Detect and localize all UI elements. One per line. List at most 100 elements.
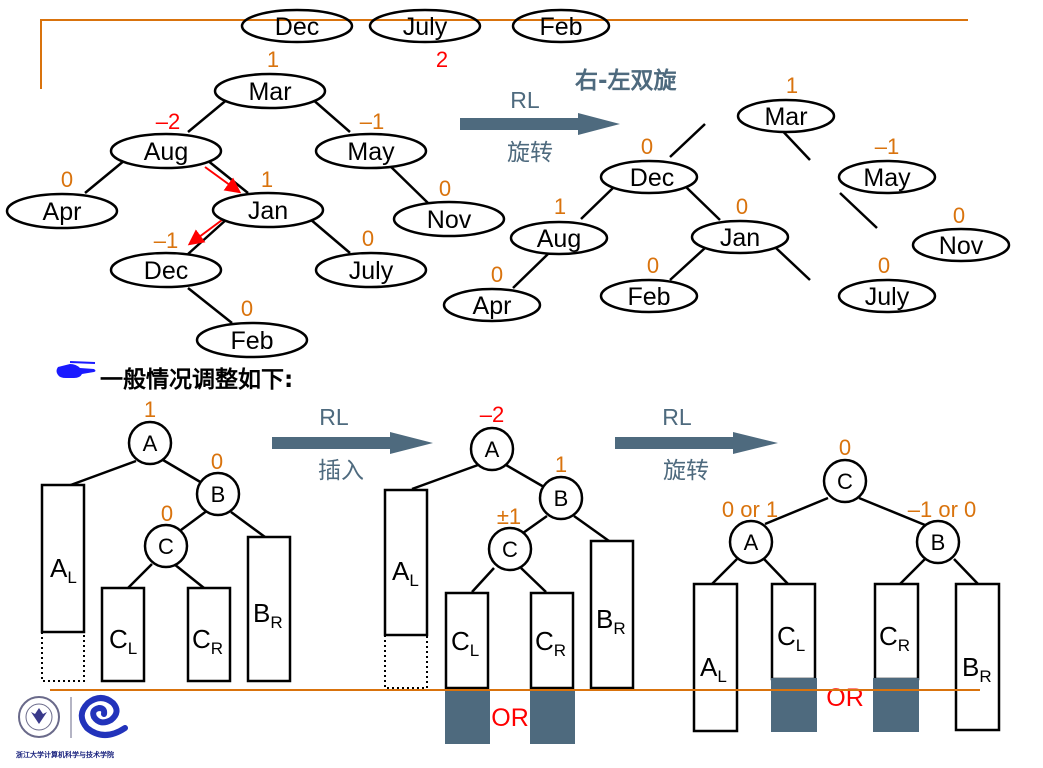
node-label: Dec [144,257,188,285]
university-logo: 浙江大学计算机科学与技术学院 [16,695,128,759]
unbalanced-tree: Mar 1 Aug –2 May –1 Apr 0 Jan 1 Nov 0 [5,47,506,359]
path-arrow-icon [204,166,242,194]
insertion-queue-bracket [40,19,968,89]
node-label: Apr [43,198,82,226]
insertion-queue: Dec July Feb [240,8,611,44]
inserted-level-block [530,691,575,744]
node-label: Feb [230,327,273,355]
balance-factor: 1 [555,452,567,477]
balance-factor: 0 or 1 [722,497,778,522]
balance-factor: 1 [144,397,156,422]
node-c: C 0 [822,435,868,504]
node-a: A –2 [469,402,515,472]
node-label: C [158,534,174,559]
subtree-label: CL [451,626,479,660]
tree-edges [711,496,979,585]
inserted-level-block [873,678,919,732]
node-label: C [837,469,853,494]
rotate-arrow: RL 旋转 [615,404,778,484]
balance-factor: 0 [211,449,223,474]
queue-node: Dec [240,8,354,44]
node-label: Aug [144,138,188,166]
arrow-label-below: 插入 [318,458,364,484]
tree-node-may: May –1 [837,134,937,195]
node-label: Mar [248,78,291,106]
node-label: Mar [764,103,807,131]
queue-node-label: Feb [539,13,582,41]
tree-node-jan: Jan 0 [690,194,790,255]
node-label: May [347,138,395,166]
subtree-br: BR [954,582,1001,732]
tree-node-may: May –1 [314,109,428,170]
subtree-label: CL [777,621,805,655]
subtree-label: AL [700,652,727,686]
subtree-label: AL [50,553,77,587]
node-b: B 1 [538,452,584,521]
node-label: A [143,431,158,456]
subtree-cl: CL [100,586,146,683]
tree-node-dec: Dec –1 [109,228,223,289]
general-case-heading: 一般情况调整如下: [56,361,293,393]
node-label: Nov [939,232,984,260]
rotation-title: 右-左双旋 [575,67,678,94]
subtree-al: AL [383,488,429,689]
node-b: B 0 [195,449,241,517]
tree-node-aug: Aug 1 [509,194,609,256]
queue-node-label: July [403,13,448,41]
balance-factor: 1 [554,194,566,219]
subtree-label: CR [192,624,223,658]
arrow-label-above: RL [319,404,349,430]
node-label: Jan [720,224,760,252]
subtree-cl: CL [770,582,817,732]
subtree-cr: CR [529,591,575,744]
balance-factor: –1 or 0 [908,497,977,522]
right-arrow-icon [460,113,620,135]
subtree-cr: CR [873,582,920,732]
pointing-hand-icon [56,361,96,378]
tree-node-july: July 0 [837,253,937,314]
arrow-label-above: RL [662,404,692,430]
subtree-cr: CR [186,586,232,683]
node-label: Dec [630,164,674,192]
balance-factor: –2 [480,402,504,427]
node-label: May [863,164,911,192]
subtree-al: AL [40,483,86,682]
inserted-level-block [771,678,817,732]
balance-factor: ±1 [497,504,521,529]
balance-factor: 1 [786,73,798,98]
tree-edges [84,97,429,324]
university-seal-icon [18,696,60,738]
queue-node: Feb [511,8,611,44]
node-label: A [744,530,759,555]
right-arrow-icon [272,432,433,454]
balance-factor: 0 [241,296,253,321]
general-tree-inserted: A –2 B 1 C ±1 AL CL CR [383,402,635,744]
balance-factor: 0 [878,253,890,278]
tree-node-dec: Dec 0 [599,134,699,195]
subtree-label: AL [392,556,419,590]
arrow-label-above: RL [510,87,540,113]
node-a: A 0 or 1 [722,497,778,565]
tree-edges [411,463,610,593]
balance-factor: 0 [61,167,73,192]
queue-node-label: Dec [275,13,319,41]
tree-edges [67,458,266,589]
insert-arrow: RL 插入 [272,404,433,484]
balance-factor: 0 [641,134,653,159]
tree-node-mar: Mar 1 [736,73,836,134]
tree-node-feb: Feb 0 [195,296,309,359]
balance-factor: 1 [261,167,273,192]
arrow-label-below: 旋转 [663,458,709,484]
subtree-label: CR [535,626,566,660]
balance-factor: 0 [839,435,851,460]
subtree-cl: CL [444,591,490,744]
node-label: C [502,537,518,562]
heading-text: 一般情况调整如下: [100,366,293,393]
insert-step-marker: 2 [436,47,448,72]
balance-factor: –1 [875,134,899,159]
subtree-label: CL [109,624,137,658]
balance-factor: 0 [491,262,503,287]
college-swirl-icon [78,695,128,738]
general-tree-rotated: C 0 A 0 or 1 B –1 or 0 AL CL CR [692,435,1001,733]
